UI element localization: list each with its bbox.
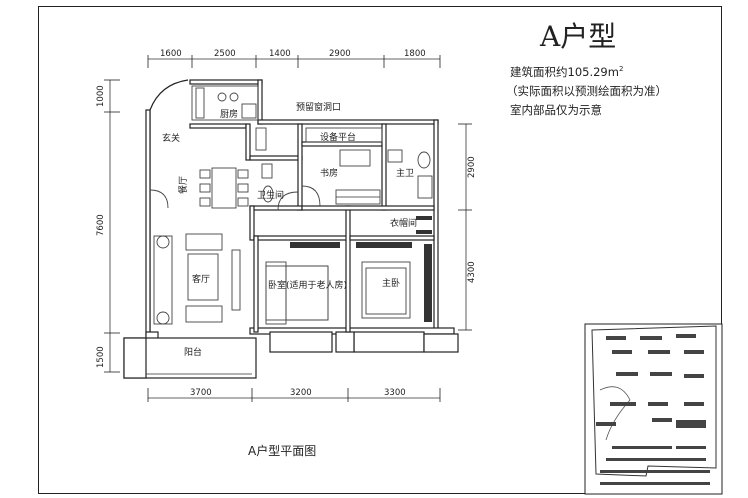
label-window-reserved: 预留窗洞口 bbox=[296, 101, 341, 113]
label-bedroom: 卧室(适用于老人房) bbox=[268, 279, 347, 291]
left-dimensions: 1000 7600 1500 bbox=[96, 79, 120, 373]
label-dining: 餐厅 bbox=[177, 176, 189, 194]
label-living: 客厅 bbox=[192, 273, 210, 285]
label-master: 主卧 bbox=[382, 277, 400, 289]
dim-left-2: 7600 bbox=[96, 214, 106, 236]
master-bath-fixtures bbox=[387, 149, 433, 199]
closet-racks bbox=[290, 216, 432, 322]
study-fixtures bbox=[301, 149, 381, 207]
dim-top-4: 2900 bbox=[329, 49, 351, 59]
dim-top-2: 2500 bbox=[214, 49, 236, 59]
drawing-frame bbox=[38, 6, 722, 494]
site-key-plan bbox=[584, 323, 723, 495]
plan-caption: A户型平面图 bbox=[248, 443, 316, 458]
bottom-dimensions: 3700 3200 3300 bbox=[147, 388, 441, 402]
bedroom-bed bbox=[265, 261, 329, 325]
dim-bottom-3: 3300 bbox=[384, 388, 406, 398]
label-balcony: 阳台 bbox=[184, 346, 202, 358]
bathroom1-fixtures bbox=[261, 163, 299, 211]
label-study: 书房 bbox=[320, 167, 338, 179]
living-furniture bbox=[149, 189, 241, 325]
equipment-platform bbox=[305, 127, 383, 143]
dim-right-2: 4300 bbox=[467, 261, 477, 283]
area-text: 建筑面积约105.29m2 bbox=[510, 65, 623, 79]
kitchen-fixtures bbox=[191, 85, 267, 151]
room-labels: 厨房 玄关 餐厅 卫生间 书房 主卫 设备平台 预留窗洞口 衣帽间 客厅 卧室(… bbox=[162, 101, 417, 358]
dim-top-3: 1400 bbox=[269, 49, 291, 59]
label-bathroom2: 主卫 bbox=[396, 167, 414, 179]
label-entry: 玄关 bbox=[162, 132, 180, 144]
dim-bottom-2: 3200 bbox=[290, 388, 312, 398]
dim-top-1: 1600 bbox=[160, 49, 182, 59]
dim-right-1: 2900 bbox=[467, 156, 477, 178]
area-note: （实际面积以预测绘面积为准） bbox=[506, 84, 667, 98]
label-closet: 衣帽间 bbox=[390, 217, 417, 229]
walls bbox=[123, 79, 459, 379]
label-equipment: 设备平台 bbox=[320, 131, 356, 143]
top-dimensions: 1600 2500 1400 2900 1800 bbox=[147, 49, 441, 68]
label-bathroom1: 卫生间 bbox=[257, 189, 284, 201]
master-bed bbox=[361, 261, 411, 319]
dim-left-3: 1500 bbox=[96, 346, 106, 368]
dim-bottom-1: 3700 bbox=[190, 388, 212, 398]
right-dimensions: 2900 4300 bbox=[458, 123, 477, 331]
plan-title: A户型 bbox=[539, 20, 616, 53]
dining-table bbox=[199, 167, 249, 209]
furniture-note: 室内部品仅为示意 bbox=[510, 103, 602, 117]
label-kitchen: 厨房 bbox=[220, 108, 238, 120]
dim-left-1: 1000 bbox=[96, 85, 106, 107]
dim-top-5: 1800 bbox=[404, 49, 426, 59]
